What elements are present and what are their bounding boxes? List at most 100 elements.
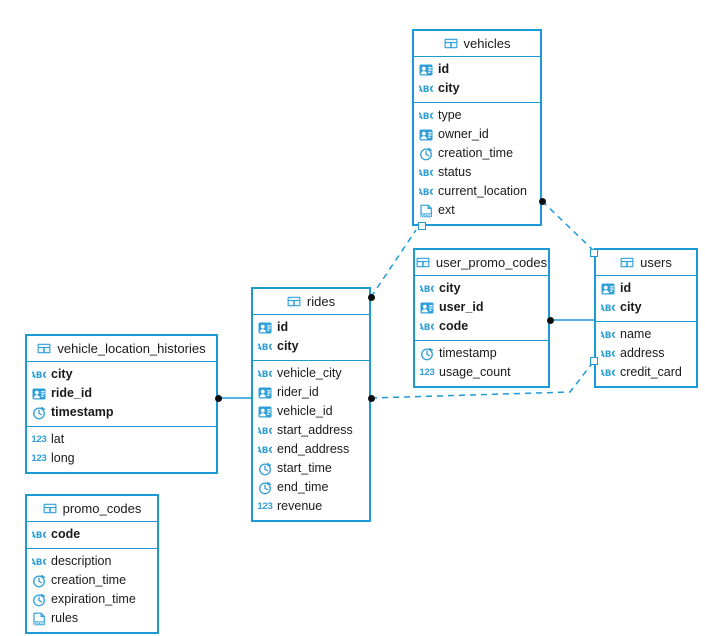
field-name: city	[438, 81, 460, 96]
svg-text:JSON: JSON	[33, 621, 44, 625]
field-row[interactable]: ABC city	[414, 79, 540, 98]
svg-text:ABC: ABC	[419, 85, 433, 94]
field-name: revenue	[277, 499, 323, 514]
svg-text:ABC: ABC	[419, 188, 433, 197]
field-row[interactable]: id	[596, 279, 696, 298]
clock-icon	[32, 593, 46, 607]
entity-title: user_promo_codes	[435, 255, 548, 270]
entity-header-promo_codes: promo_codes	[27, 496, 157, 522]
svg-text:ABC: ABC	[420, 285, 434, 294]
field-row[interactable]: ABC city	[27, 365, 216, 384]
field-row[interactable]: expiration_time	[27, 590, 157, 609]
field-row[interactable]: timestamp	[27, 403, 216, 422]
key-id-icon	[32, 387, 46, 401]
field-row[interactable]: start_time	[253, 459, 369, 478]
field-row[interactable]: ABCstart_address	[253, 421, 369, 440]
primary-key-group: ABCcode	[27, 522, 157, 548]
field-row[interactable]: creation_time	[27, 571, 157, 590]
svg-text:JSON: JSON	[420, 213, 431, 217]
field-row[interactable]: ABCend_address	[253, 440, 369, 459]
primary-key-group: idABC city	[414, 57, 540, 102]
abc-icon: ABC	[419, 166, 433, 180]
svg-text:ABC: ABC	[32, 371, 46, 380]
abc-icon: ABC	[419, 109, 433, 123]
field-row[interactable]: ABCcity	[596, 298, 696, 317]
table-icon	[287, 295, 301, 309]
entity-table-vehicles[interactable]: vehicles idABC cityABCtypeowner_idcreation…	[412, 29, 542, 226]
connector-marker-m-users-left-bottom	[590, 357, 598, 365]
field-row[interactable]: timestamp	[415, 344, 548, 363]
svg-text:ABC: ABC	[258, 343, 272, 352]
abc-icon: ABC	[601, 328, 615, 342]
field-name: address	[620, 346, 665, 361]
entity-title: users	[640, 255, 672, 270]
field-name: start_address	[277, 423, 353, 438]
field-row[interactable]: ABCdescription	[27, 552, 157, 571]
field-row[interactable]: ABC code	[415, 317, 548, 336]
svg-text:ABC: ABC	[258, 370, 272, 379]
field-row[interactable]: ABCcredit_card	[596, 363, 696, 382]
relationship-vehicles-users	[541, 200, 595, 252]
svg-text:ABC: ABC	[420, 323, 434, 332]
field-row[interactable]: rider_id	[253, 383, 369, 402]
svg-text:ABC: ABC	[419, 112, 433, 121]
field-row[interactable]: id	[253, 318, 369, 337]
field-name: code	[439, 319, 469, 334]
svg-text:ABC: ABC	[258, 446, 272, 455]
field-name: vehicle_id	[277, 404, 333, 419]
table-icon	[43, 502, 57, 516]
field-row[interactable]: vehicle_id	[253, 402, 369, 421]
connector-marker-m-rides-vehicle-id	[368, 395, 375, 402]
field-row[interactable]: id	[414, 60, 540, 79]
entity-header-users: users	[596, 250, 696, 276]
field-row[interactable]: ABCstatus	[414, 163, 540, 182]
field-name: user_id	[439, 300, 484, 315]
entity-table-vehicle_location_histories[interactable]: vehicle_location_historiesABCcityride_id…	[25, 334, 218, 474]
field-row[interactable]: ABCcode	[27, 525, 157, 544]
key-id-icon	[420, 301, 434, 315]
svg-text:ABC: ABC	[601, 350, 615, 359]
column-group: ABCtypeowner_idcreation_timeABCstatusABC…	[414, 102, 540, 224]
connector-marker-m-rides-header-right	[368, 294, 375, 301]
field-name: creation_time	[51, 573, 127, 588]
table-icon	[37, 342, 51, 356]
connector-marker-m-vehicles-right	[539, 198, 546, 205]
field-name: id	[620, 281, 632, 296]
field-row[interactable]: owner_id	[414, 125, 540, 144]
svg-text:ABC: ABC	[32, 531, 46, 540]
relationship-vehicles-user_promo_codes	[370, 229, 417, 298]
primary-key-group: idABCcity	[253, 315, 369, 360]
json-icon: JSON	[32, 612, 46, 626]
field-row[interactable]: ABCvehicle_city	[253, 364, 369, 383]
field-row[interactable]: ABCtype	[414, 106, 540, 125]
key-id-icon	[258, 386, 272, 400]
field-name: city	[51, 367, 73, 382]
field-row[interactable]: ABC address	[596, 344, 696, 363]
entity-table-users[interactable]: usersidABCcityABCnameABCaddressABCcredit…	[594, 248, 698, 388]
abc-icon: ABC	[32, 528, 46, 542]
abc-icon: ABC	[32, 368, 46, 382]
clock-icon	[419, 147, 433, 161]
entity-title: vehicles	[463, 36, 511, 51]
entity-table-rides[interactable]: ridesidABCcityABCvehicle_cityrider_idveh…	[251, 287, 371, 522]
entity-title: promo_codes	[62, 501, 142, 516]
field-row[interactable]: ride_id	[27, 384, 216, 403]
field-row[interactable]: ABCname	[596, 325, 696, 344]
entity-table-promo_codes[interactable]: promo_codesABCcodeABCdescription creation…	[25, 494, 159, 634]
field-row[interactable]: creation_time	[414, 144, 540, 163]
clock-icon	[258, 481, 272, 495]
field-row[interactable]: ABCcity	[253, 337, 369, 356]
field-row[interactable]: ABCcurrent_location	[414, 182, 540, 201]
field-row[interactable]: end_time	[253, 478, 369, 497]
field-row[interactable]: user_id	[415, 298, 548, 317]
field-row[interactable]: ABCcity	[415, 279, 548, 298]
field-name: start_time	[277, 461, 332, 476]
entity-table-user_promo_codes[interactable]: user_promo_codesABCcityuser_idABCcodetim…	[413, 248, 550, 388]
